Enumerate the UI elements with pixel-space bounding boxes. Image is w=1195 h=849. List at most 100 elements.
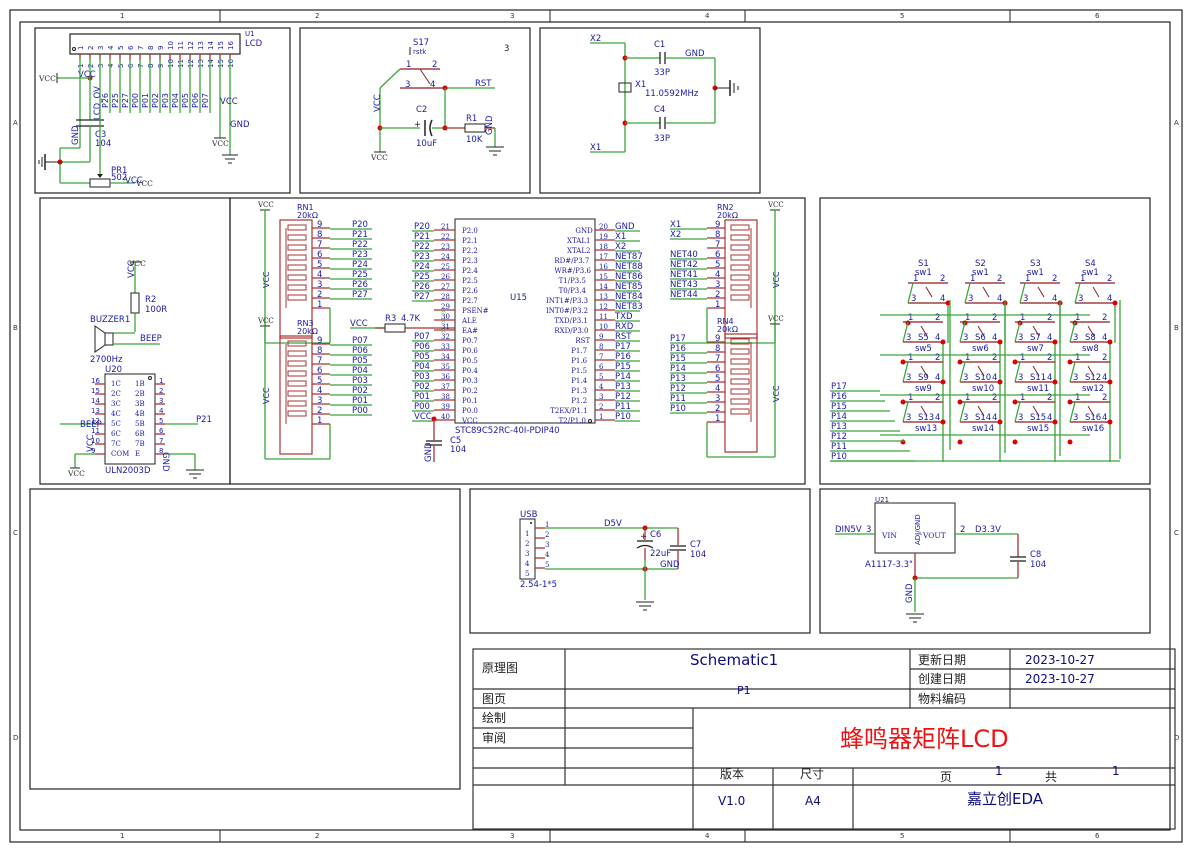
mcu-net-label: NET86 <box>615 272 643 282</box>
lcd-pin-number-inside: 11 <box>177 41 185 50</box>
rn-resistor <box>287 390 307 397</box>
switch-pin-number: 4 <box>935 333 940 343</box>
rn-pin-number: 6 <box>317 250 322 260</box>
switch-pin-number: 1 <box>908 313 913 323</box>
column-label-top: 4 <box>705 12 710 20</box>
mcu-net-label: P11 <box>615 402 631 412</box>
mcu-pin-number: 32 <box>441 333 450 341</box>
row-label-right: D <box>1174 734 1179 742</box>
c3-ref: C3 <box>95 130 106 140</box>
u20-pin-name: COM <box>111 450 129 458</box>
page-number: 1 <box>995 764 1003 778</box>
row-wire <box>1014 321 1021 343</box>
switch-pin-number: 4 <box>1107 294 1112 304</box>
rn-resistor <box>287 380 307 387</box>
mcu-pin-name: TXD/P3.1 <box>554 317 587 325</box>
ldo-ref: U21 <box>875 496 889 504</box>
mcu-pin-number: 17 <box>599 253 608 261</box>
rn-resistor <box>730 284 750 291</box>
rn-ref: RN4 <box>717 317 734 326</box>
lcd-body <box>69 33 241 55</box>
vcc-symbol: VCC <box>128 259 146 268</box>
junction <box>997 339 1003 345</box>
switch-value: sw11 <box>1027 384 1049 394</box>
svg-text:+: + <box>414 120 421 130</box>
rn-resistor <box>287 340 307 347</box>
keypad-net-label: P12 <box>831 432 847 442</box>
rn-pin-number: 6 <box>715 364 720 374</box>
switch-pin-number: 2 <box>992 393 997 403</box>
mcu-pin-number: 37 <box>441 383 450 391</box>
rn-resistor <box>730 358 750 365</box>
lcd-pin-number: 12 <box>187 59 195 68</box>
label-version: 版本 <box>720 767 744 781</box>
switch-pin-number: 4 <box>1052 294 1057 304</box>
mcu-pin-name: P1.6 <box>571 357 587 365</box>
mcu-net-label: X1 <box>615 232 626 242</box>
mcu-pin-name: P0.7 <box>462 337 478 345</box>
mcu-pin-name: P1.7 <box>571 347 587 355</box>
row-label-left: C <box>13 529 18 537</box>
rn-net-label: NET41 <box>670 270 698 280</box>
vout-pin-name: VOUT <box>922 531 946 540</box>
junction <box>1052 379 1058 385</box>
no-connect-icon: × <box>440 306 447 315</box>
rn-resistor <box>287 244 307 251</box>
mcu-pin-number: 26 <box>441 273 450 281</box>
u20-pin-number: 9 <box>91 447 95 455</box>
u20-pin-number: 14 <box>91 397 100 405</box>
rn-resistor <box>730 234 750 241</box>
usb-pin-inside: 4 <box>525 560 530 568</box>
rn-net-label: P23 <box>352 250 368 260</box>
mcu-pin-name: P2.4 <box>462 267 478 275</box>
switch-pin-number: 2 <box>1102 353 1107 363</box>
rn-net-label: P17 <box>670 334 686 344</box>
no-connect-icon: × <box>440 326 447 335</box>
mcu-pin-name: P1.3 <box>571 387 587 395</box>
switch-lever <box>977 405 985 417</box>
lcd-pin-number: 4 <box>107 63 115 68</box>
rn-resistor <box>730 388 750 395</box>
pr1-body <box>89 178 111 188</box>
switch-pin-number: 1 <box>1020 353 1025 363</box>
beep-net-label: BEEP <box>140 334 162 344</box>
mcu-pin-number: 18 <box>599 243 608 251</box>
label-size: 尺寸 <box>800 767 824 781</box>
label-reviewed-by: 审阅 <box>482 730 506 745</box>
vcc-com-label: VCC <box>86 434 96 452</box>
vcc-symbol: VCC <box>767 315 784 323</box>
switch-value: sw1 <box>972 268 989 278</box>
c7-ref: C7 <box>690 540 701 550</box>
paper-size: A4 <box>805 794 821 808</box>
rn-net-label: P12 <box>670 384 686 394</box>
mcu-pin-name: T2EX/P1.1 <box>550 407 587 415</box>
row-label-right: C <box>1174 529 1179 537</box>
rn-pin-number: 3 <box>715 280 720 290</box>
usb-pin-number: 3 <box>545 541 549 549</box>
rn-pin-number: 7 <box>715 240 720 250</box>
switch-pin-number: 1 <box>1080 274 1085 284</box>
rn-pin-number: 2 <box>317 290 322 300</box>
lcd-pin-number-inside: 14 <box>207 41 215 50</box>
section-reset <box>299 27 531 194</box>
mcu-net-label: P02 <box>414 382 430 392</box>
switch-lever <box>1092 286 1100 298</box>
u20-pin-name: 3B <box>135 400 145 408</box>
switch-lever <box>920 325 928 337</box>
rst-net-label: RST <box>475 79 492 89</box>
mcu-net-label: P21 <box>414 232 430 242</box>
mcu-net-label: P25 <box>414 272 430 282</box>
vcc-symbol: VCC <box>767 201 784 209</box>
gnd-net-label: GND <box>485 115 495 135</box>
x1-ref: X1 <box>635 80 646 90</box>
rn-resistor <box>730 244 750 251</box>
switch-pin-number: 1 <box>1075 393 1080 403</box>
mcu-net-label: NET88 <box>615 262 643 272</box>
mcu-pin-name: P0.0 <box>462 407 478 415</box>
switch-lever <box>1087 365 1095 377</box>
resistor-network-rn4: RN420kΩ9P178P167P156P145P134P123P112P101… <box>670 315 784 458</box>
mcu-pin-number: 6 <box>599 363 604 371</box>
rn-pin-number: 1 <box>715 414 720 424</box>
pr1-vcc-label: VCC <box>125 176 143 186</box>
